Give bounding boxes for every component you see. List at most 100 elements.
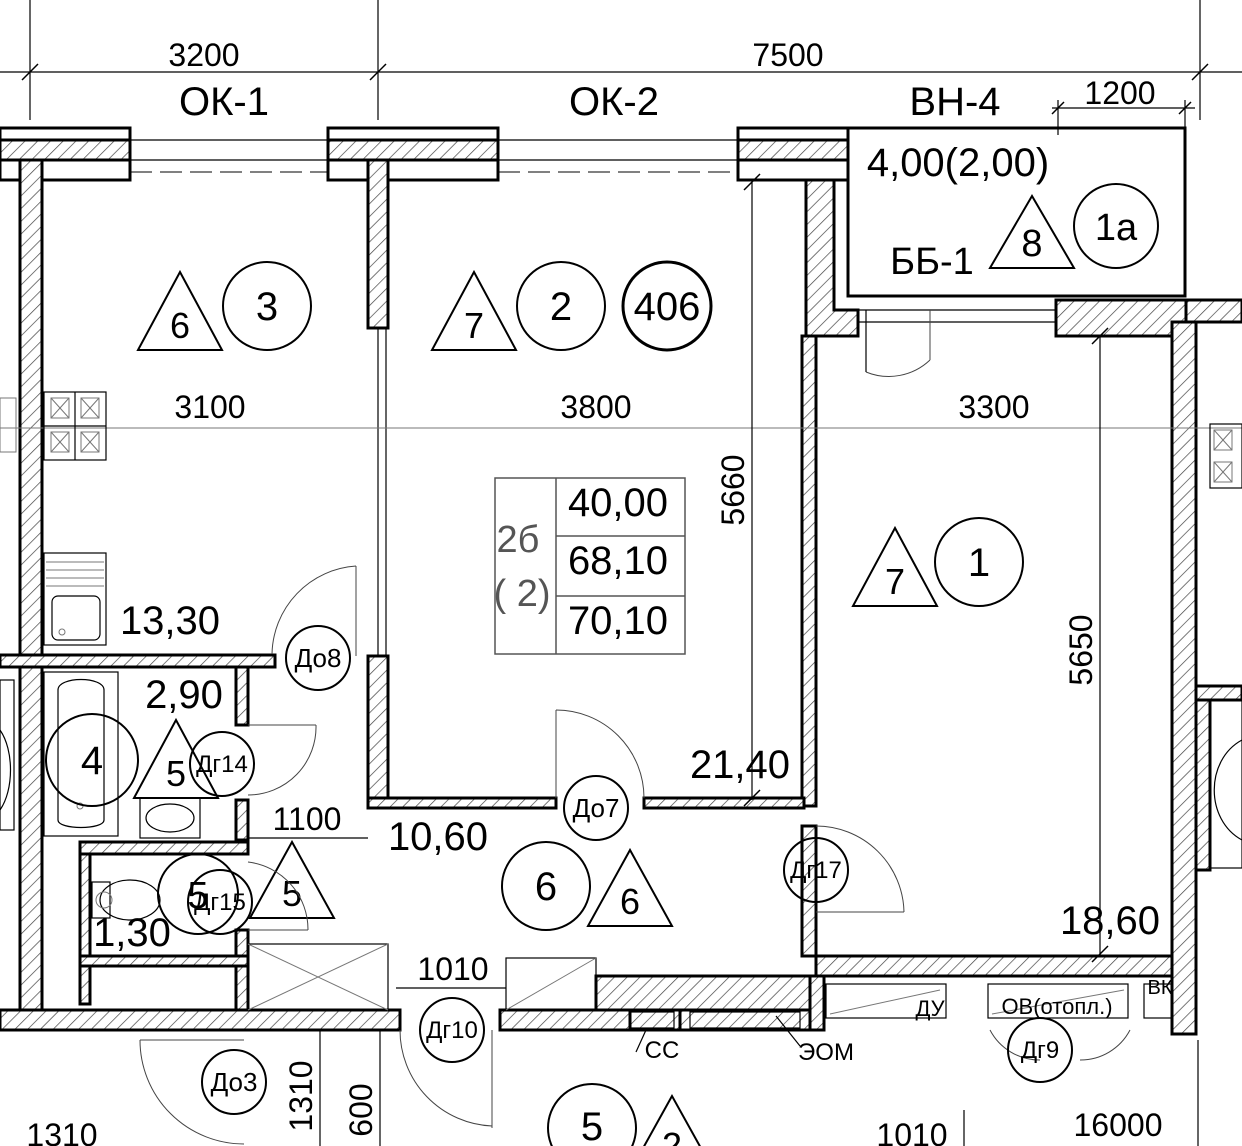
window-label-bn4: ВН-4	[909, 80, 1000, 124]
finish-code-room6: 6	[620, 881, 640, 922]
exterior-top-wall	[0, 126, 850, 182]
room-marker-5-bottom	[547, 1083, 637, 1146]
finish-marker-room5	[248, 839, 336, 919]
door-marker-dg15	[187, 869, 253, 935]
room-number-6: 6	[535, 865, 557, 909]
bathtub-icon	[43, 671, 119, 837]
door-marker-do3	[201, 1049, 267, 1115]
apartment-number: 406	[634, 285, 701, 329]
window-label-bb1: ББ-1	[890, 241, 974, 283]
sink-icon	[43, 552, 107, 646]
dim-7500: 7500	[752, 37, 823, 73]
door-label-dg9: Дг9	[1021, 1037, 1059, 1064]
door-marker-dg17	[783, 837, 849, 903]
washbasin-icon	[139, 797, 201, 839]
room3-area: 13,30	[120, 599, 220, 643]
dim-1010: 1010	[417, 951, 488, 987]
apartment-summary-table	[494, 477, 686, 655]
finish-marker-room6	[586, 847, 674, 927]
finish-code-bottom: 2	[662, 1125, 682, 1146]
door-swings	[139, 565, 1131, 1145]
door-marker-dg9	[1007, 1017, 1073, 1083]
utility-du: ДУ	[915, 996, 945, 1021]
bath-area: 2,90	[145, 673, 223, 717]
finish-code-room5: 5	[282, 873, 302, 914]
dim-5650: 5650	[1063, 614, 1099, 685]
utility-eom-leader	[775, 1015, 801, 1047]
utility-ss-leader	[635, 1029, 647, 1053]
door-marker-dg14	[189, 731, 255, 797]
dim-1310-vertical: 1310	[283, 1060, 319, 1131]
door-label-dg15: Дг15	[194, 889, 246, 916]
room-marker-2	[516, 261, 606, 351]
finish-marker-room4	[132, 717, 220, 799]
room-marker-3	[222, 261, 312, 351]
dim-1100: 1100	[273, 801, 342, 837]
dim-3200: 3200	[168, 37, 239, 73]
dim-1310-left: 1310	[26, 1117, 97, 1146]
room-number-5-bottom: 5	[581, 1105, 603, 1146]
room-span-lines	[0, 173, 1242, 963]
dim-1010-bottom: 1010	[876, 1117, 947, 1146]
walls	[0, 158, 1242, 1036]
dim-1200: 1200	[1084, 75, 1155, 111]
finish-code-room3: 6	[170, 305, 190, 346]
door-label-do3: До3	[211, 1067, 258, 1097]
apartment-room-count: ( 2)	[494, 573, 551, 615]
utility-vk: ВК	[1148, 977, 1173, 999]
apartment-living-area: 40,00	[568, 481, 668, 525]
left-neighbour-bath-icon	[0, 679, 15, 831]
room-marker-4	[45, 713, 139, 807]
utility-eom: ЭОМ	[798, 1039, 854, 1066]
apartment-type: 2б	[497, 519, 540, 561]
finish-marker-room2	[430, 269, 518, 351]
finish-marker-1a	[988, 194, 1076, 269]
window-label-ok1: ОК-1	[179, 80, 269, 124]
apartment-total-with-balcony: 70,10	[568, 599, 668, 643]
room-number-1a: 1а	[1095, 207, 1138, 249]
dim-3300: 3300	[958, 389, 1029, 425]
room1-area: 18,60	[1060, 899, 1160, 943]
dim-16000: 16000	[1074, 1107, 1163, 1143]
finish-marker-bottom	[643, 1093, 701, 1146]
door-label-dg14: Дг14	[196, 751, 248, 778]
neighbour-stove-icon	[1209, 423, 1242, 489]
door-label-dg10: Дг10	[426, 1017, 478, 1044]
door-label-dg17: Дг17	[790, 857, 842, 884]
room-marker-1a	[1073, 183, 1159, 269]
room-marker-5-wc	[157, 853, 239, 935]
door-label-do7: До7	[573, 793, 620, 823]
wc-area: 1,30	[93, 911, 171, 955]
door-marker-do8	[285, 625, 351, 691]
window-label-ok2: ОК-2	[569, 80, 659, 124]
door-marker-do7	[563, 775, 629, 841]
stove-left-edge-icon	[0, 397, 17, 453]
finish-code-room4: 5	[166, 753, 186, 794]
room-marker-1	[934, 517, 1024, 607]
neighbour-bathtub-icon	[1209, 699, 1242, 869]
door-marker-dg10	[419, 997, 485, 1063]
finish-marker-room3	[136, 269, 224, 351]
finish-code-room1: 7	[885, 561, 905, 602]
finish-code-room2: 7	[464, 305, 484, 346]
dim-600-vertical: 600	[343, 1083, 379, 1136]
finish-code-1a: 8	[1021, 223, 1042, 265]
toilet-icon	[91, 879, 161, 921]
room-number-1: 1	[968, 541, 990, 585]
eom-box	[689, 1011, 801, 1029]
utility-ss: СС	[645, 1037, 680, 1064]
dim-3100: 3100	[174, 389, 245, 425]
stove-icon	[43, 391, 107, 461]
dim-5660: 5660	[715, 454, 751, 525]
dim-3800: 3800	[560, 389, 631, 425]
room-number-2: 2	[550, 285, 572, 329]
shaft-boxes	[247, 943, 1173, 1019]
ss-box	[629, 1011, 675, 1029]
balcony-area: 4,00(2,00)	[867, 141, 1049, 185]
room-marker-6	[501, 841, 591, 931]
apartment-number-marker	[621, 260, 713, 352]
finish-marker-room1	[851, 525, 939, 607]
room-number-3: 3	[256, 285, 278, 329]
room-number-4: 4	[81, 739, 103, 783]
